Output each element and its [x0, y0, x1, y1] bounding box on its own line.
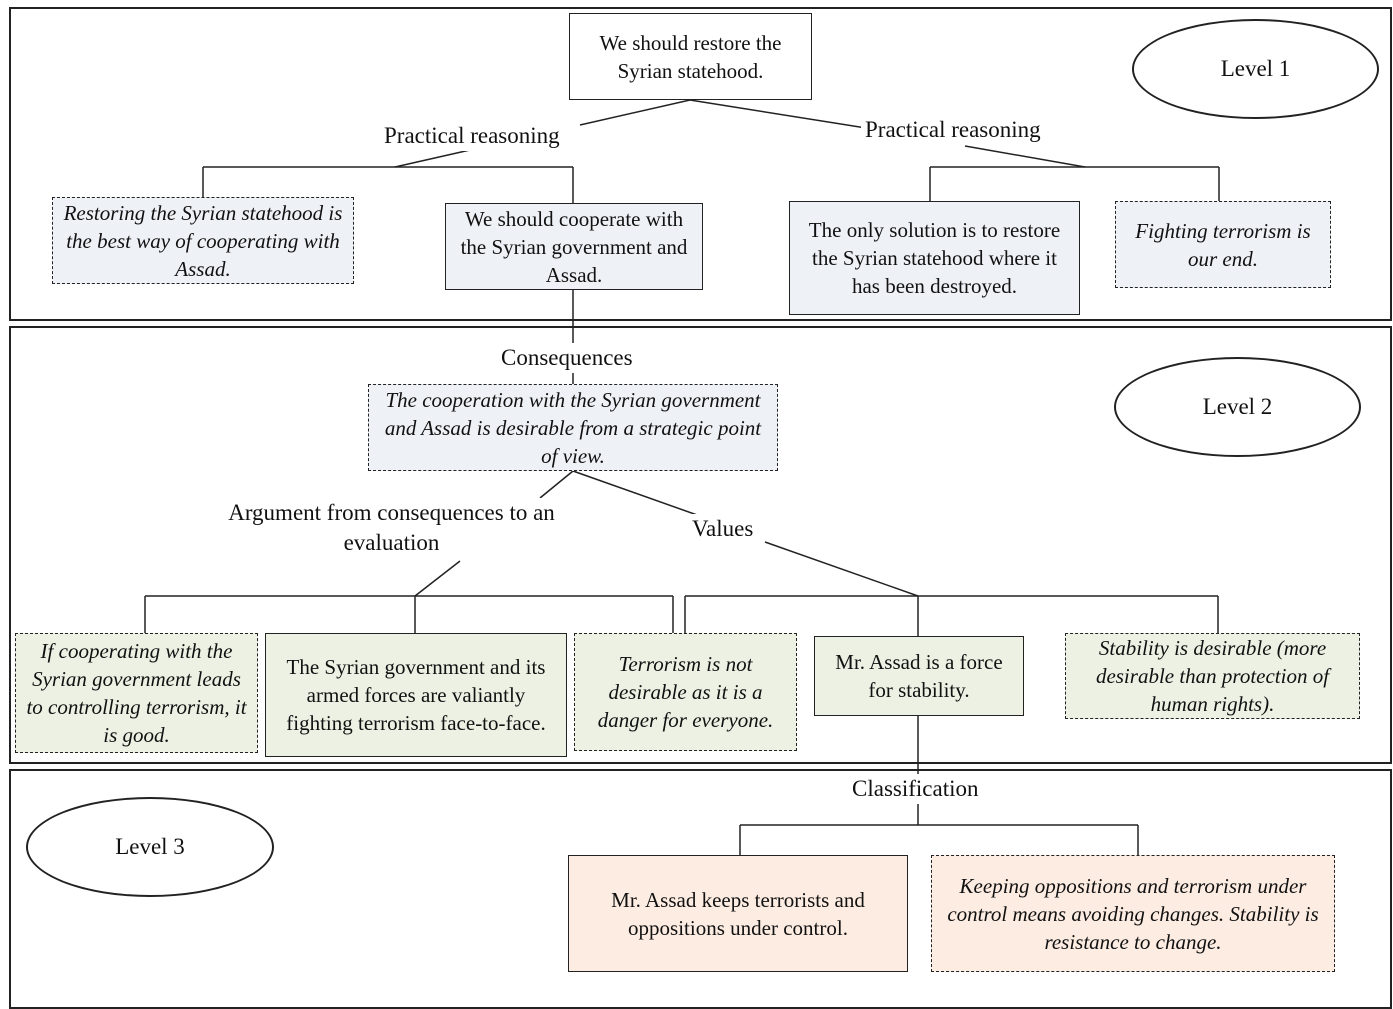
premise-text: Mr. Assad keeps terrorists and oppositio…: [611, 887, 865, 940]
premise-box-terrorism-not-desirable: Terrorism is not desirable as it is a da…: [574, 633, 797, 751]
premise-text: The only solution is to restore the Syri…: [808, 218, 1061, 298]
premise-text: Terrorism is not desirable as it is a da…: [597, 652, 774, 732]
premise-box-avoiding-changes: Keeping oppositions and terrorism under …: [931, 855, 1335, 972]
level-2-panel: [9, 326, 1392, 764]
connector: [579, 99, 691, 126]
level-1-label: Level 1: [1220, 56, 1291, 81]
premise-text: Keeping oppositions and terrorism under …: [947, 873, 1319, 954]
connector: [539, 470, 574, 499]
scheme-label-values: Values: [688, 514, 758, 544]
connector: [394, 149, 471, 168]
scheme-label-practical-left: Practical reasoning: [380, 121, 564, 151]
level-2-label: Level 2: [1202, 394, 1273, 419]
level-3-label: Level 3: [115, 834, 185, 859]
connector: [689, 99, 867, 129]
scheme-label-argument-from-consequences: Argument from consequences to an evaluat…: [210, 498, 573, 558]
root-conclusion-box: We should restore the Syrian statehood.: [569, 13, 812, 100]
desirability-text: The cooperation with the Syrian governme…: [384, 387, 762, 468]
connector: [414, 560, 461, 597]
connector: [572, 470, 701, 517]
desirability-box: The cooperation with the Syrian governme…: [368, 384, 778, 471]
premise-box-restoring-statehood: Restoring the Syrian statehood is the be…: [52, 197, 354, 284]
root-conclusion-text: We should restore the Syrian statehood.: [599, 30, 782, 83]
level-1-panel: [9, 7, 1392, 321]
premise-text: We should cooperate with the Syrian gove…: [460, 206, 688, 287]
premise-box-stability-desirable: Stability is desirable (more desirable t…: [1065, 633, 1360, 719]
premise-text: Fighting terrorism is our end.: [1135, 218, 1311, 271]
premise-box-cooperate-assad: We should cooperate with the Syrian gove…: [445, 203, 703, 290]
premise-text: Restoring the Syrian statehood is the be…: [63, 200, 343, 281]
premise-box-only-solution: The only solution is to restore the Syri…: [789, 201, 1080, 315]
connector: [964, 145, 1086, 168]
premise-text: Stability is desirable (more desirable t…: [1095, 636, 1330, 716]
premise-box-assad-keeps-control: Mr. Assad keeps terrorists and oppositio…: [568, 855, 908, 972]
premise-box-syrian-government: The Syrian government and its armed forc…: [265, 633, 567, 757]
premise-text: If cooperating with the Syrian governmen…: [26, 639, 247, 747]
consequences-label: Consequences: [497, 343, 637, 373]
level-2-ellipse: Level 2: [1114, 357, 1361, 457]
level-3-ellipse: Level 3: [26, 797, 274, 897]
premise-box-if-cooperating: If cooperating with the Syrian governmen…: [15, 633, 258, 753]
premise-text: The Syrian government and its armed forc…: [286, 655, 546, 735]
scheme-label-practical-right: Practical reasoning: [861, 115, 1045, 145]
classification-label: Classification: [848, 774, 983, 804]
premise-box-fighting-terrorism: Fighting terrorism is our end.: [1115, 201, 1331, 288]
premise-text: Mr. Assad is a force for stability.: [835, 650, 1003, 702]
premise-box-assad-stability: Mr. Assad is a force for stability.: [814, 636, 1024, 716]
level-1-ellipse: Level 1: [1132, 19, 1379, 119]
connector: [764, 541, 919, 597]
